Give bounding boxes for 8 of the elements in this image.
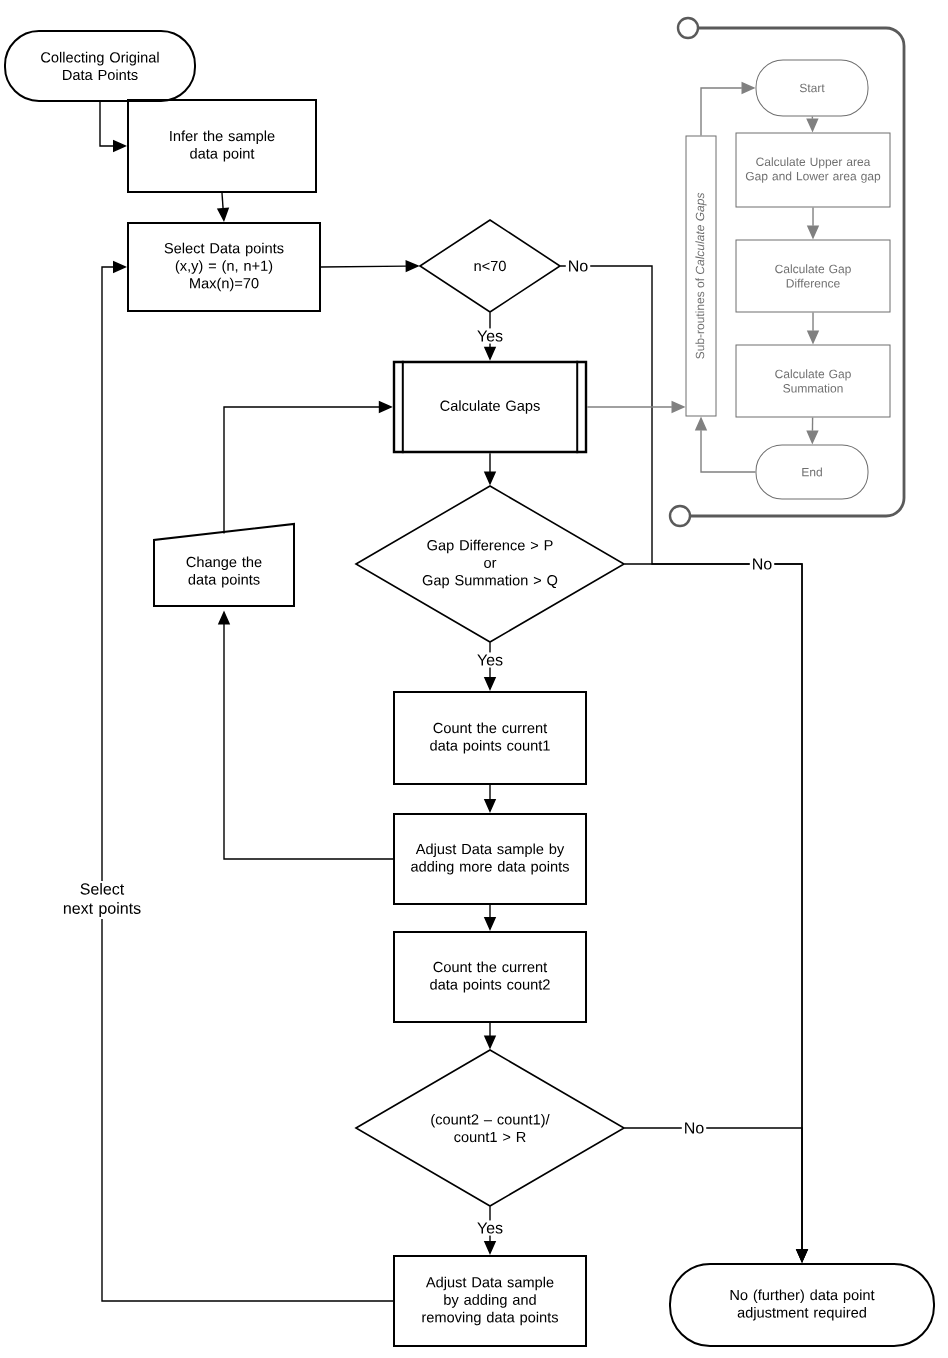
- edge-label: No: [565, 258, 591, 274]
- edge-label: Yes: [474, 1220, 506, 1236]
- edge-label: No: [681, 1120, 707, 1136]
- arrow: [101, 260, 394, 1302]
- edge-label: Select next points: [54, 880, 150, 920]
- edge-label: Yes: [474, 328, 506, 344]
- edge-label: No: [749, 556, 775, 572]
- edge-label: Yes: [474, 652, 506, 668]
